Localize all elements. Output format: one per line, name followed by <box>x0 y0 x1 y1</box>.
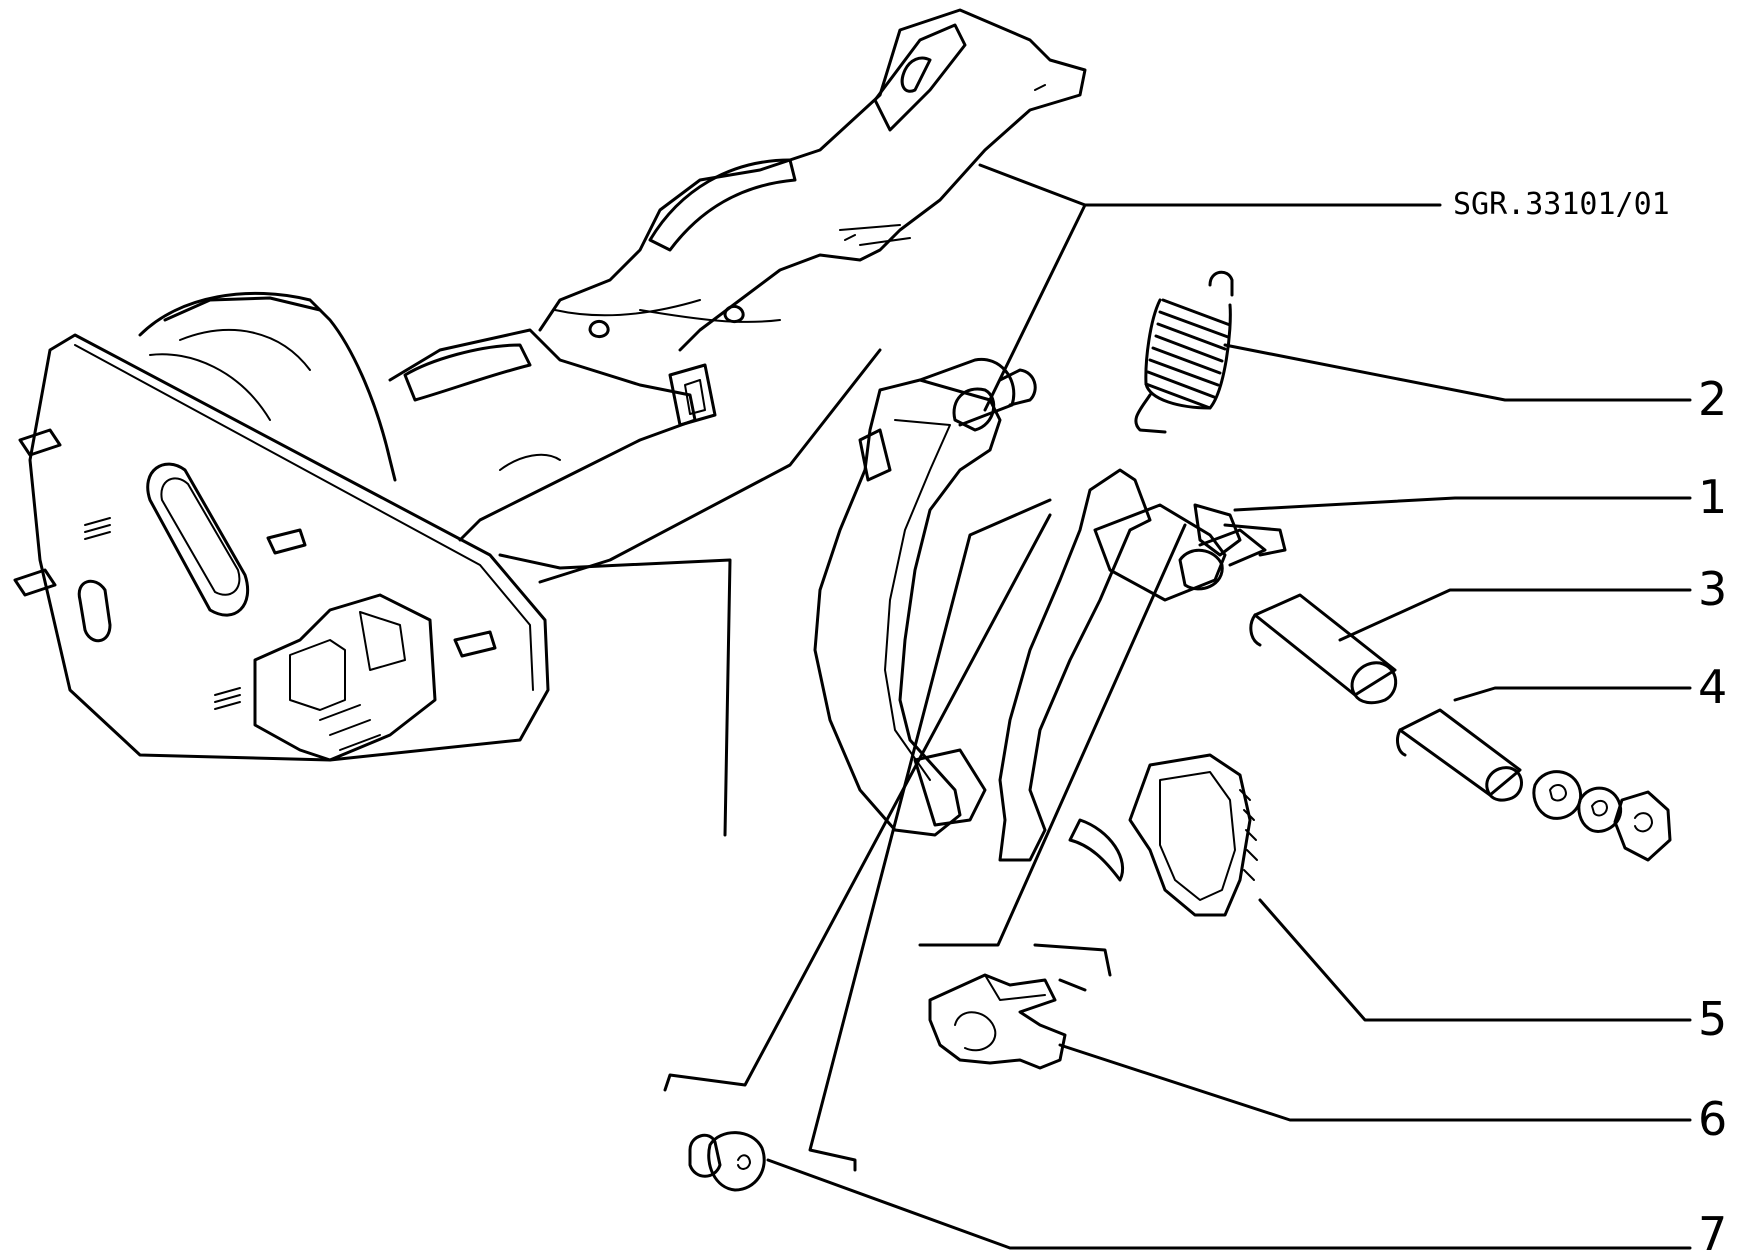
hex-nut <box>1613 790 1672 862</box>
callout-4: 4 <box>1698 660 1727 714</box>
clutch-pedal-arm <box>813 357 1037 837</box>
callout-6: 6 <box>1698 1092 1727 1146</box>
pedal-stop-bracket <box>928 973 1067 1070</box>
callout-7: 7 <box>1698 1207 1727 1253</box>
pedal-support-bracket <box>13 8 1087 762</box>
assembly-guide-lines <box>498 163 1187 1172</box>
rubber-stop-cap <box>688 1131 766 1192</box>
brake-pedal-arm <box>998 468 1287 917</box>
callout-2: 2 <box>1698 372 1727 426</box>
callout-1: 1 <box>1698 470 1727 524</box>
callout-5: 5 <box>1698 992 1727 1046</box>
return-spring <box>1134 270 1234 434</box>
washer-set <box>1532 770 1623 833</box>
callout-3: 3 <box>1698 562 1727 616</box>
drawing-reference: SGR.33101/01 <box>1453 187 1670 222</box>
pedal-bushing <box>1249 593 1398 705</box>
spacer-sleeve <box>1396 708 1523 802</box>
callout-leaders <box>766 203 1692 1250</box>
